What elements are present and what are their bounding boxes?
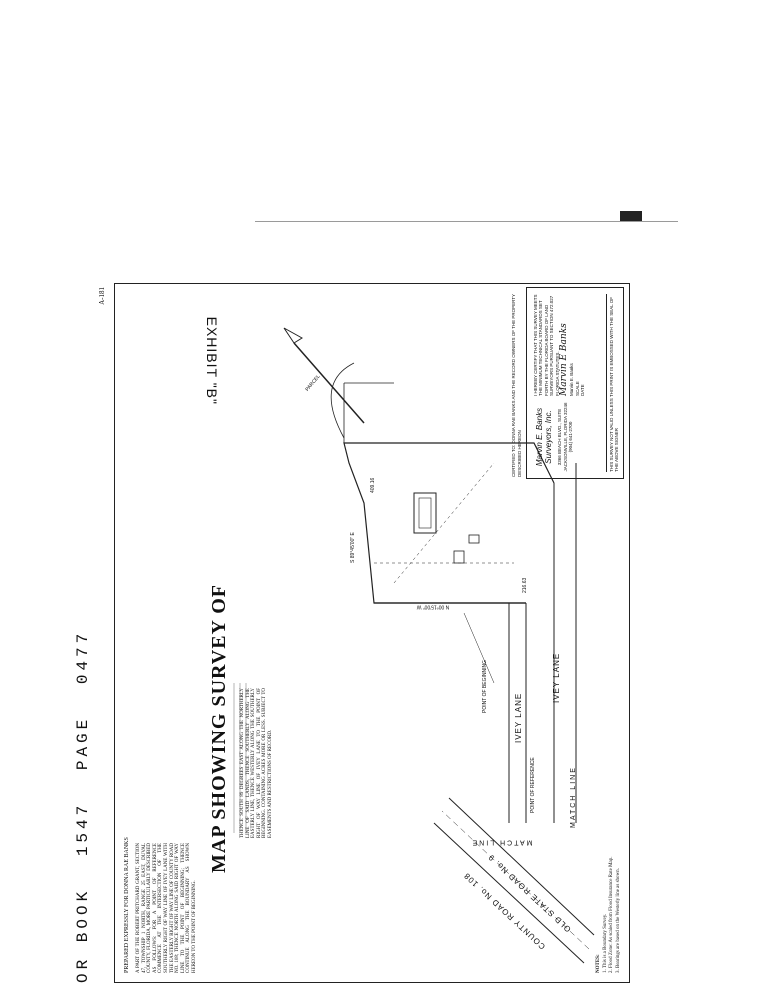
county-road-edge [433,822,585,964]
county-road-edge [448,797,595,936]
prepared-for: PREPARED EXPRESSLY FOR DONNA RAE BANKS [124,837,130,973]
survey-sheet: OR BOOK 1547 PAGE 0477 A-181 [74,273,640,993]
building [453,550,465,564]
company-name: Marvin E. Banks [535,407,544,467]
legal-description-continued: THENCE SOUTH 89 DEGREES EAST ALONG THE N… [240,688,273,838]
scan-line [255,221,678,222]
signature: Marvin E Banks [559,323,570,396]
match-line-label: MATCH LINE [570,766,577,828]
map-title: MAP SHOWING SURVEY OF [208,583,230,873]
corner-note: A-181 [98,287,106,305]
validity-note: THIS SURVEY NOT VALID UNLESS THIS PRINT … [606,294,619,472]
point-of-beginning-label: POINT OF BEGINNING [482,660,488,713]
match-line-label-2: MATCH LINE [470,838,533,846]
north-arrow-head [283,327,303,344]
county-road-centerline [441,810,590,950]
or-book-label: OR BOOK [74,887,92,983]
distance-label: 409.16 [370,477,376,493]
survey-sheet-container: OR BOOK 1547 PAGE 0477 A-181 [74,268,650,998]
building [418,497,432,529]
ivey-lane-label: IVEY LANE [514,692,523,743]
page-label: PAGE [74,715,92,771]
note-item: 3. Bearings are based on the Westerly li… [615,868,621,973]
scan-mark [620,211,642,221]
survey-drawing [233,327,595,964]
surveyor-company: Marvin E. Banks Surveyors, Inc. 3366 BEA… [535,402,574,472]
exhibit-label: EXHIBIT "B" [204,317,220,406]
bearing-label: N 00°15'00" W [416,603,450,610]
certification-text: I HEREBY CERTIFY THAT THIS SURVEY MEETS … [533,294,560,396]
interior-line [393,462,495,584]
book-number: 1547 [74,801,92,857]
or-book-header: OR BOOK 1547 PAGE 0477 [74,612,92,983]
certification-block: I HEREBY CERTIFY THAT THIS SURVEY MEETS … [533,294,586,396]
phone-number: (904) 641-2700 [568,421,573,453]
notes-block: NOTES: 1. This is a Boundary Survey. 2. … [596,803,622,973]
company-address: 3366 BEACH BLVD., SUITE JACKSONVILLE, FL… [557,402,574,472]
bearing-label: S 89°45'00" E [350,532,356,563]
legal-description: A PART OF THE ROBERT PRITCHARD GRANT, SE… [136,843,197,973]
surveyor-title-block: Marvin E. Banks Surveyors, Inc. 3366 BEA… [526,287,624,479]
legal-text-block [233,683,247,833]
building [468,534,480,544]
company-subtitle: Surveyors, Inc. [544,410,553,464]
address-line: 3366 BEACH BLVD., SUITE [557,408,562,466]
parcel-curve [330,362,355,439]
north-arrow [293,342,365,424]
distance-label: 216.63 [522,577,528,593]
leader-line [463,612,495,684]
date-label: DATE [580,384,586,396]
certified-to-note: CERTIFIED TO: DONNA RAE BANKS AND THE RE… [511,294,522,477]
ivey-lane-label-lower: IVEY LANE [552,652,561,703]
point-of-reference-label: POINT OF REFERENCE [530,757,536,813]
page-number: 0477 [74,629,92,685]
building [413,492,437,534]
